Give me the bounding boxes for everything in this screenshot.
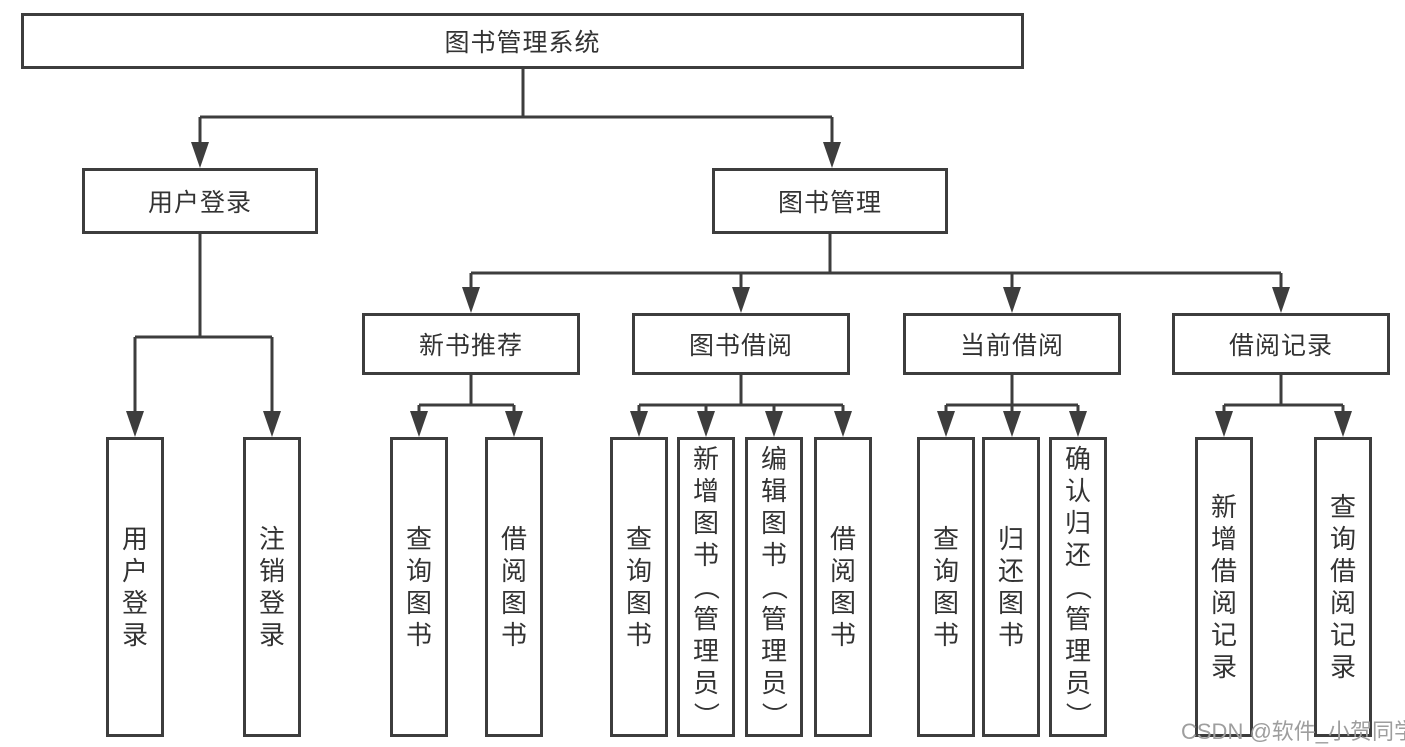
leaf-user-login: 用户登录 xyxy=(106,437,164,737)
leaf-borrow-add-books-admin: 新增图书（管理员） xyxy=(677,437,735,737)
node-root: 图书管理系统 xyxy=(21,13,1024,69)
node-user-login: 用户登录 xyxy=(82,168,318,234)
leaf-recommend-borrow-books: 借阅图书 xyxy=(485,437,543,737)
node-borrow-records: 借阅记录 xyxy=(1172,313,1390,375)
leaf-borrow-query-books: 查询图书 xyxy=(610,437,668,737)
leaf-borrow-edit-books-admin: 编辑图书（管理员） xyxy=(745,437,803,737)
leaf-borrow-borrow-books: 借阅图书 xyxy=(814,437,872,737)
leaf-logout: 注销登录 xyxy=(243,437,301,737)
watermark: CSDN @软件_小贺同学 xyxy=(1181,719,1405,744)
node-book-borrow: 图书借阅 xyxy=(632,313,850,375)
leaf-current-return-books: 归还图书 xyxy=(982,437,1040,737)
node-current-borrow: 当前借阅 xyxy=(903,313,1121,375)
leaf-recommend-query-books: 查询图书 xyxy=(390,437,448,737)
node-new-book-recommend: 新书推荐 xyxy=(362,313,580,375)
leaf-records-add-record: 新增借阅记录 xyxy=(1195,437,1253,737)
leaf-current-query-books: 查询图书 xyxy=(917,437,975,737)
leaf-records-query-record: 查询借阅记录 xyxy=(1314,437,1372,737)
leaf-current-confirm-return-admin: 确认归还（管理员） xyxy=(1049,437,1107,737)
node-book-management: 图书管理 xyxy=(712,168,948,234)
